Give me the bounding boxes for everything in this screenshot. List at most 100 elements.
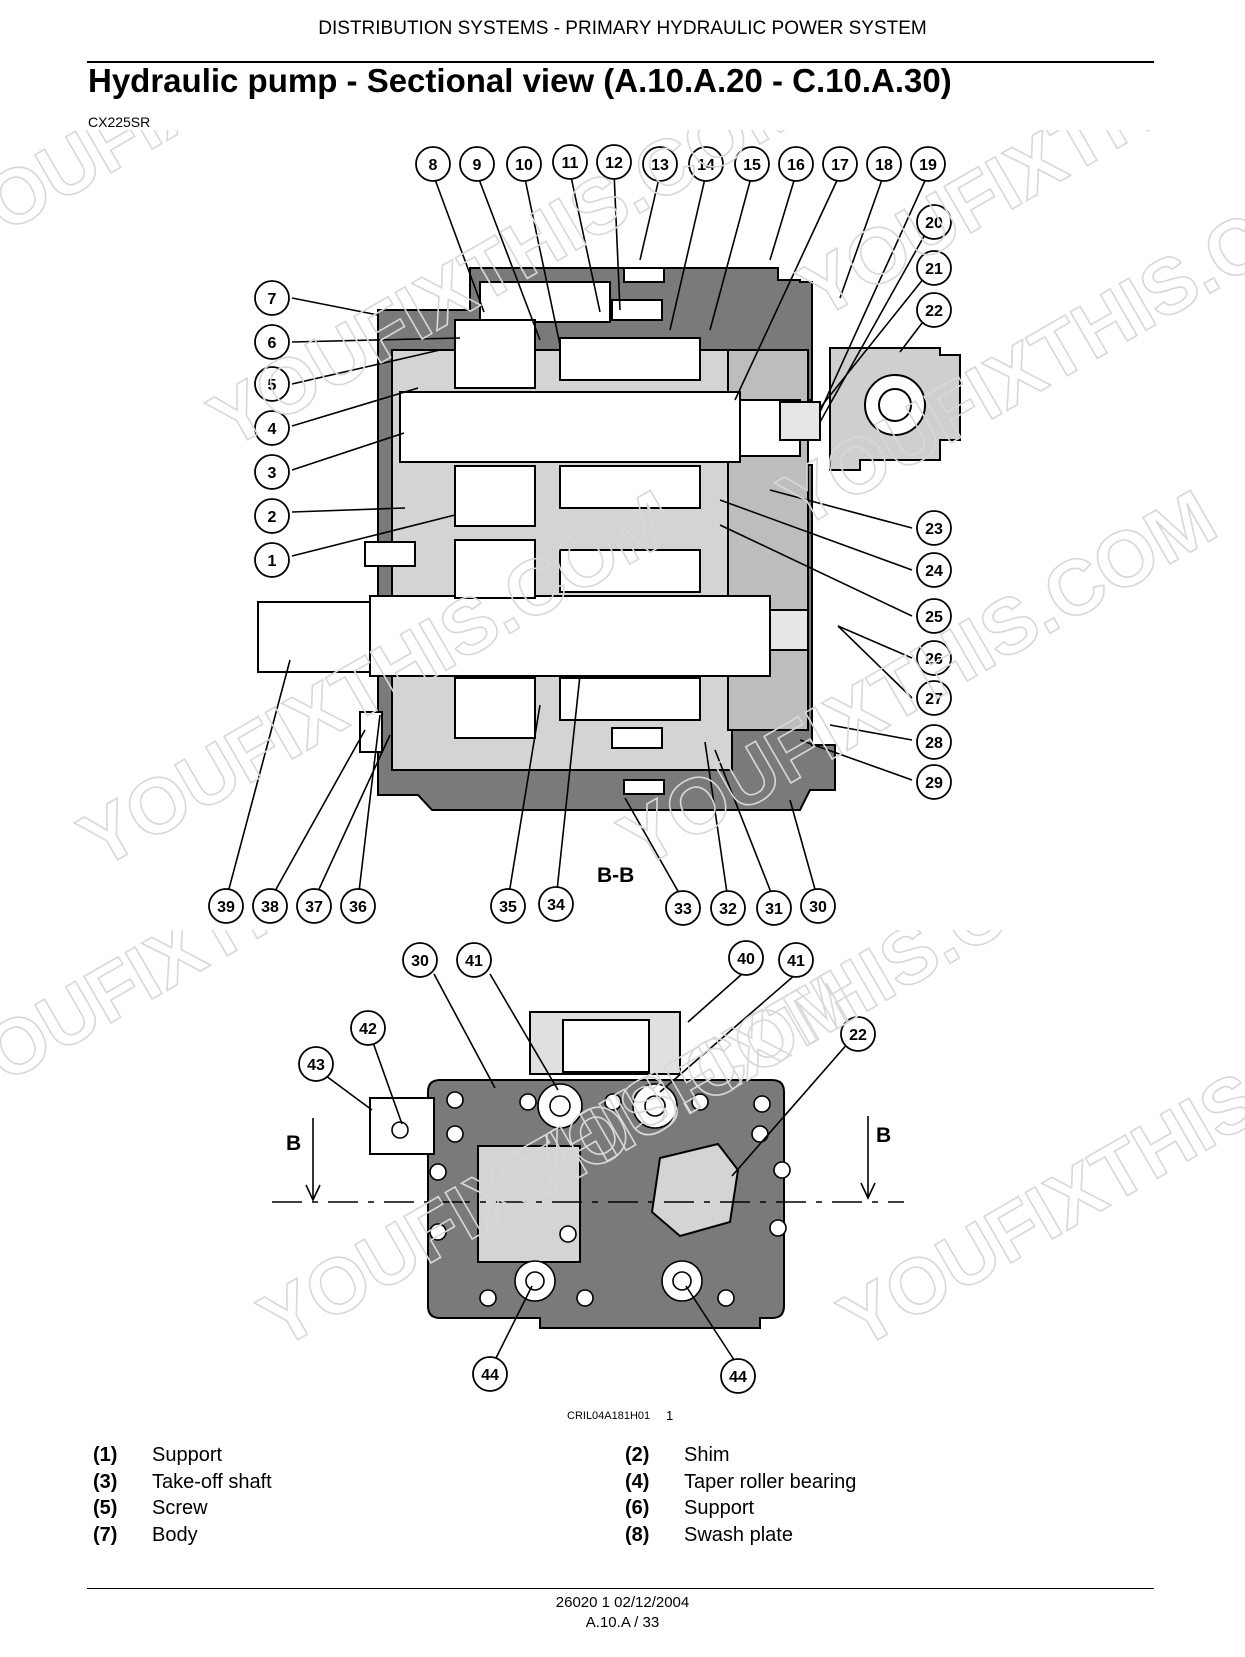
footer-divider (87, 1588, 1154, 1589)
legend-label: Screw (152, 1497, 208, 1520)
callout-circle (506, 146, 542, 182)
callout-circle (298, 1046, 334, 1082)
legend-label: Take-off shaft (152, 1470, 272, 1493)
callout-number: 41 (465, 953, 483, 970)
callout-number: 16 (787, 157, 805, 174)
callout-circle (916, 764, 952, 800)
legend-item: (1) Support (93, 1444, 513, 1471)
callout-number: 31 (765, 901, 783, 918)
end-view-leader-lines (317, 973, 857, 1367)
callout-number: 21 (925, 261, 943, 278)
callout-number: 39 (217, 899, 235, 916)
callout-circle (916, 250, 952, 286)
callout-number: 8 (429, 157, 438, 174)
callout-number: 22 (849, 1027, 867, 1044)
callout-circle (254, 498, 290, 534)
footer-page-ref: A.10.A / 33 (585, 1614, 660, 1631)
callout-circle (778, 146, 814, 182)
legend-item: (8) Swash plate (625, 1524, 1045, 1551)
header-divider (87, 61, 1154, 63)
callout-number: 4 (268, 421, 277, 438)
callout-number: 26 (925, 651, 943, 668)
callout-number: 41 (787, 953, 805, 970)
callout-circle (552, 144, 588, 180)
callout-circle (822, 146, 858, 182)
callout-circle (490, 888, 526, 924)
callout-number: 35 (499, 899, 517, 916)
end-view-bolts (391, 1083, 791, 1307)
legend-number: (2) (625, 1444, 650, 1466)
callout-circle (840, 1016, 876, 1052)
legend-label: Shim (684, 1444, 730, 1466)
callout-circle (254, 280, 290, 316)
callout-number: 44 (729, 1369, 747, 1386)
legend-label: Support (152, 1444, 223, 1466)
legend-label: Taper roller bearing (684, 1470, 857, 1493)
callout-number: 25 (925, 609, 943, 626)
legend-label: Support (684, 1497, 755, 1520)
callout-circle (916, 724, 952, 760)
callout-circle (728, 940, 764, 976)
callout-circle (459, 146, 495, 182)
callout-number: 38 (261, 899, 279, 916)
callout-circle (252, 888, 288, 924)
callout-circle (916, 680, 952, 716)
callout-number: 28 (925, 735, 943, 752)
callout-number: 13 (651, 157, 669, 174)
section-cut-line (272, 1116, 904, 1203)
callout-circle (665, 890, 701, 926)
callout-number: 11 (562, 155, 579, 172)
section-cut-label-left: B (286, 1132, 301, 1155)
callout-circle (472, 1356, 508, 1392)
callout-circle (350, 1010, 386, 1046)
legend-number: (7) (93, 1523, 118, 1546)
callout-number: 30 (411, 953, 429, 970)
callout-circle (415, 146, 451, 182)
callout-number: 40 (737, 951, 755, 968)
callout-circle (340, 888, 376, 924)
page-header-section: DISTRIBUTION SYSTEMS - PRIMARY HYDRAULIC… (318, 18, 927, 39)
callout-number: 10 (515, 157, 533, 174)
callout-circle (688, 146, 724, 182)
pump-body-drawing (257, 267, 961, 811)
footer-document-ref: 26020 1 02/12/2004 (555, 1594, 690, 1611)
callout-markers-end-view: 30 41 40 41 42 43 22 44 44 (298, 940, 876, 1394)
callout-number: 7 (268, 291, 277, 308)
callout-number: 17 (831, 157, 849, 174)
callout-circle (916, 292, 952, 328)
legend-number: (1) (93, 1444, 118, 1466)
callout-circle (916, 640, 952, 676)
callout-number: 42 (359, 1021, 377, 1038)
callout-number: 43 (307, 1057, 325, 1074)
figure-id: CRIL04A181H01 (567, 1410, 651, 1422)
callout-number: 44 (481, 1367, 499, 1384)
legend-column-right: (2) Shim (4) Taper roller bearing (6) Su… (625, 1444, 1045, 1550)
callout-circle (756, 890, 792, 926)
callout-number: 34 (547, 897, 565, 914)
callout-circle (720, 1358, 756, 1394)
legend-item: (5) Screw (93, 1497, 513, 1524)
callout-number: 3 (268, 465, 277, 482)
callout-circle (916, 204, 952, 240)
callout-number: 15 (743, 157, 761, 174)
callout-number: 27 (925, 691, 943, 708)
callout-circle (778, 942, 814, 978)
callout-circle (916, 598, 952, 634)
callout-number: 22 (925, 303, 943, 320)
legend-column-left: (1) Support (3) Take-off shaft (5) Screw… (93, 1444, 513, 1550)
legend-number: (3) (93, 1470, 118, 1493)
callout-circle (254, 454, 290, 490)
callout-circle (402, 942, 438, 978)
legend-item: (2) Shim (625, 1444, 1045, 1471)
legend-item: (6) Support (625, 1497, 1045, 1524)
callout-circle (254, 366, 290, 402)
callout-circle (254, 542, 290, 578)
callout-number: 24 (925, 563, 943, 580)
callout-circle (208, 888, 244, 924)
callout-circle (456, 942, 492, 978)
callout-circle (866, 146, 902, 182)
model-label: CX225SR (88, 114, 151, 130)
